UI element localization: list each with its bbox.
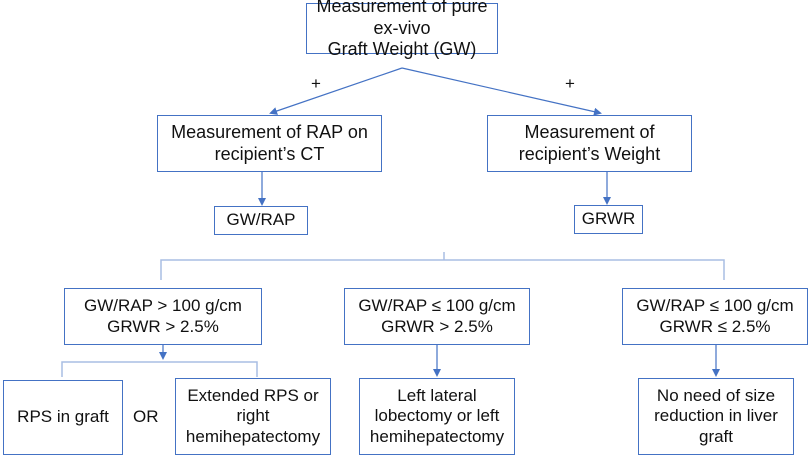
box-weight-measurement: Measurement of recipient’s Weight — [487, 115, 692, 172]
box-rap-line1: Measurement of RAP on — [171, 121, 368, 142]
condition-1-line1: GW/RAP > 100 g/cm — [84, 296, 242, 316]
outcome-rps-label: RPS in graft — [17, 407, 109, 427]
box-graft-weight-line2: Graft Weight (GW) — [327, 39, 477, 60]
box-condition-1: GW/RAP > 100 g/cm GRWR > 2.5% — [64, 288, 262, 345]
arrow-gw-to-weight — [401, 67, 602, 116]
box-grwr: GRWR — [574, 205, 643, 234]
box-rap-line2: recipient’s CT — [214, 143, 325, 164]
outcome-none-line2: reduction in liver — [654, 406, 778, 426]
outcome-extended-line2: right — [236, 406, 270, 426]
condition-2-line2: GRWR > 2.5% — [381, 316, 493, 336]
box-grwr-label: GRWR — [581, 209, 636, 229]
brace-outcomes — [61, 361, 258, 377]
arrow-gw-to-rap — [269, 67, 403, 115]
outcome-left-line3: hemihepatectomy — [369, 426, 505, 446]
box-graft-weight-measurement: Measurement of pure ex-vivo Graft Weight… — [306, 0, 498, 59]
box-gw-rap-label: GW/RAP — [226, 210, 296, 230]
plus-symbol-left: + — [311, 74, 321, 93]
outcome-extended-line3: hemihepatectomy — [185, 426, 321, 446]
box-weight-line1: Measurement of — [524, 121, 655, 142]
box-outcome-left-lateral: Left lateral lobectomy or left hemihepat… — [359, 378, 515, 455]
outcome-none-line3: graft — [698, 426, 734, 446]
brace-conditions — [160, 259, 725, 280]
condition-3-line1: GW/RAP ≤ 100 g/cm — [636, 296, 794, 316]
outcome-none-line1: No need of size — [656, 385, 776, 405]
condition-2-line1: GW/RAP ≤ 100 g/cm — [358, 296, 516, 316]
plus-symbol-right: + — [565, 74, 575, 93]
box-condition-3: GW/RAP ≤ 100 g/cm GRWR ≤ 2.5% — [622, 288, 808, 345]
box-graft-weight-line1: Measurement of pure ex-vivo — [316, 0, 488, 38]
outcome-extended-line1: Extended RPS or — [187, 385, 319, 405]
box-outcome-rps-in-graft: RPS in graft — [3, 380, 123, 455]
box-rap-measurement: Measurement of RAP on recipient’s CT — [157, 115, 382, 172]
condition-3-line2: GRWR ≤ 2.5% — [659, 316, 771, 336]
outcome-left-line2: lobectomy or left — [374, 406, 500, 426]
box-outcome-no-reduction: No need of size reduction in liver graft — [638, 378, 794, 455]
or-label: OR — [133, 407, 159, 426]
box-weight-line2: recipient’s Weight — [518, 143, 661, 164]
box-gw-rap: GW/RAP — [214, 206, 308, 235]
outcome-left-line1: Left lateral — [397, 385, 477, 405]
box-outcome-extended-rps: Extended RPS or right hemihepatectomy — [175, 378, 331, 455]
box-condition-2: GW/RAP ≤ 100 g/cm GRWR > 2.5% — [344, 288, 530, 345]
condition-1-line2: GRWR > 2.5% — [107, 316, 219, 336]
